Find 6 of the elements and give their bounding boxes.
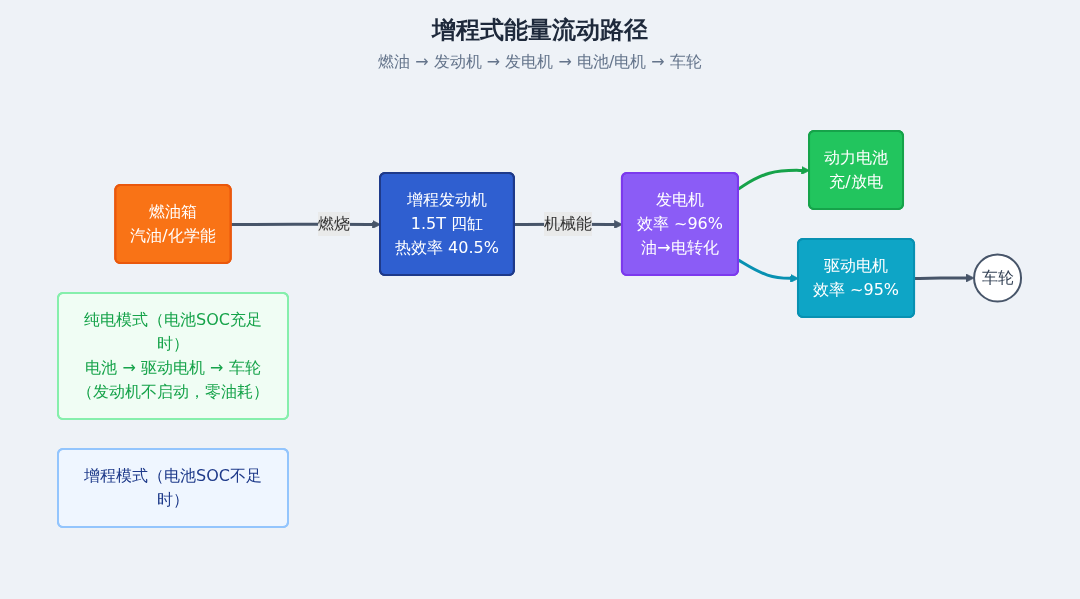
edge-label: 机械能 — [544, 214, 593, 233]
arrow — [915, 273, 975, 283]
node-circle: 车轮 — [973, 253, 1023, 303]
diagram-title: 增程式能量流动路径 — [430, 15, 649, 46]
subtitle-text: 燃油 → 发动机 → 发电机 → 电池/电机 → 车轮 — [377, 52, 703, 73]
edge-label: 燃烧 — [318, 214, 351, 233]
